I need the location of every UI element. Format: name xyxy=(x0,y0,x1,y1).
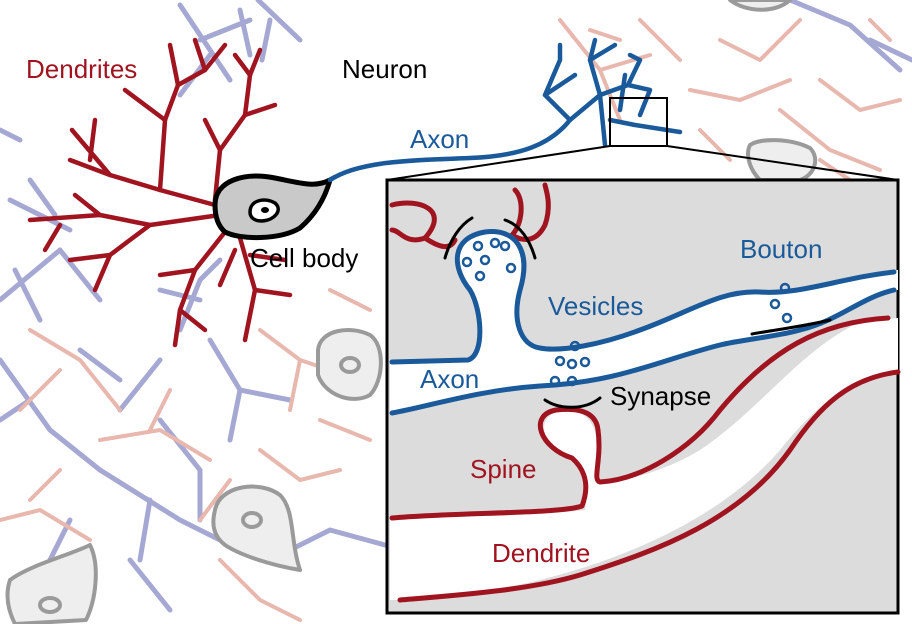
zoom-line-left xyxy=(386,145,611,181)
main-cell-body xyxy=(212,173,334,241)
faded-cell-body-4 xyxy=(746,138,818,182)
faded-cell-body-5 xyxy=(728,0,792,12)
inset-dendrite-interior xyxy=(390,318,898,600)
faded-cell-body-1 xyxy=(316,328,383,401)
vesicles xyxy=(461,237,793,387)
label-vesicles: Vesicles xyxy=(548,291,643,321)
label-neuron: Neuron xyxy=(342,54,427,84)
label-synapse: Synapse xyxy=(610,381,711,411)
faded-cell-body-2 xyxy=(211,484,302,572)
faded-cell-body-3 xyxy=(5,543,98,624)
zoom-box xyxy=(609,97,668,147)
zoom-indicator xyxy=(386,97,899,181)
inset-axon-interior xyxy=(390,231,898,415)
label-bouton: Bouton xyxy=(740,234,822,264)
label-axon-inset: Axon xyxy=(420,364,479,394)
faded-cell-bodies xyxy=(5,0,818,624)
label-cell-body: Cell body xyxy=(250,243,358,273)
label-spine: Spine xyxy=(470,454,537,484)
synapse-inset: Bouton Vesicles Axon Synapse Spine Dendr… xyxy=(385,178,901,615)
main-dendrites xyxy=(27,37,293,348)
label-dendrite: Dendrite xyxy=(492,538,590,568)
label-axon: Axon xyxy=(410,124,469,154)
synaptic-clefts xyxy=(443,216,832,409)
inset-dendrite-outline xyxy=(389,182,901,603)
zoom-line-right xyxy=(666,145,899,181)
label-dendrites: Dendrites xyxy=(26,54,137,84)
main-axon xyxy=(327,37,683,183)
